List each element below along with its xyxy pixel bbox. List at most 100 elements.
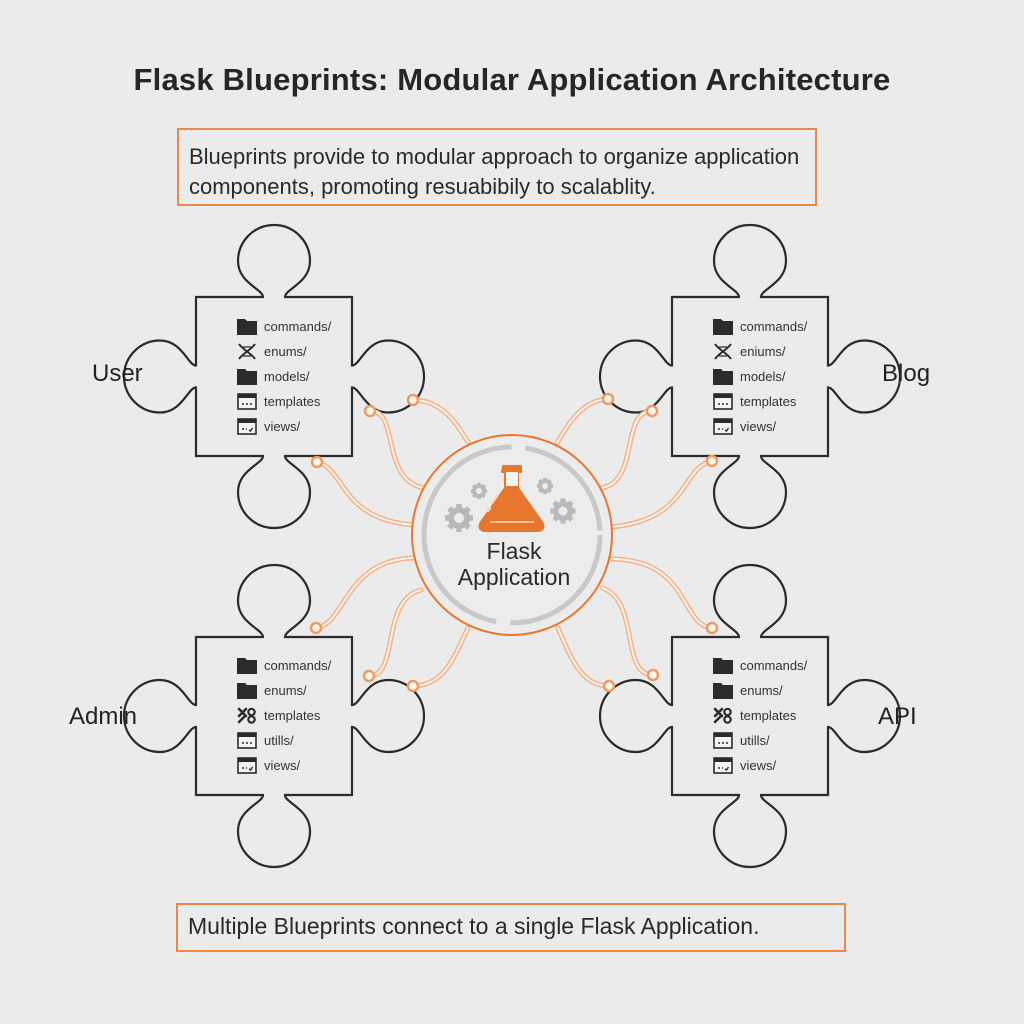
puzzle-piece-user <box>122 223 426 530</box>
file-item: views/ <box>713 414 833 439</box>
gear-tooth <box>483 489 488 493</box>
footer-callout: Multiple Blueprints connect to a single … <box>176 903 846 952</box>
blueprint-label-api: API <box>878 703 917 730</box>
hub-inner-ring <box>421 444 603 626</box>
file-item: models/ <box>237 364 357 389</box>
blueprint-label-blog: Blog <box>882 360 931 387</box>
file-item-label: templates <box>264 394 321 409</box>
folder-icon <box>237 318 257 335</box>
file-item: views/ <box>237 753 357 778</box>
gear-icon <box>448 507 470 529</box>
gear-tooth <box>560 519 566 524</box>
file-item-label: enums/ <box>740 683 783 698</box>
gear-tooth <box>447 506 455 514</box>
file-item: templates <box>713 703 833 728</box>
gear-tooth <box>552 500 560 508</box>
file-item: commands/ <box>713 653 833 678</box>
file-item-label: enums/ <box>264 683 307 698</box>
gear-tooth <box>566 500 574 508</box>
gear-tooth <box>566 514 574 522</box>
window-check-icon <box>713 418 733 435</box>
connector-node <box>602 679 616 693</box>
flask-beaker-icon <box>478 465 545 532</box>
folder-icon <box>713 657 733 674</box>
window-icon <box>713 732 733 749</box>
file-item: templates <box>237 389 357 414</box>
hub-label-line2: Application <box>457 564 571 590</box>
gear-tooth <box>456 504 462 509</box>
connector-line <box>608 454 719 530</box>
gear-tooth <box>537 488 543 494</box>
gear-tooth <box>536 484 541 488</box>
gear-tooth <box>547 488 553 494</box>
hub-label: Flask Application <box>414 538 614 590</box>
file-item-label: models/ <box>740 369 786 384</box>
gear-tooth <box>560 498 566 503</box>
blueprint-label-admin: Admin <box>69 703 138 730</box>
folder-icon <box>713 682 733 699</box>
connector-line <box>310 455 417 528</box>
gear-tooth <box>481 483 487 489</box>
tools-icon <box>237 707 257 724</box>
file-item: views/ <box>237 414 357 439</box>
file-item-label: commands/ <box>264 319 332 334</box>
gear-tooth <box>537 478 543 484</box>
file-item: templates <box>237 703 357 728</box>
blueprint-api-files: commands/enums/templates utills/views/ <box>713 653 833 778</box>
file-item: utills/ <box>713 728 833 753</box>
connector-line <box>609 556 719 635</box>
connector-node <box>363 404 377 418</box>
connector-node <box>601 392 615 406</box>
connector-node <box>310 455 324 469</box>
connector-node <box>309 621 323 635</box>
file-item: views/ <box>713 753 833 778</box>
connector-node <box>646 668 660 682</box>
window-icon <box>237 732 257 749</box>
file-item: commands/ <box>237 314 357 339</box>
file-item-label: models/ <box>264 369 310 384</box>
blueprint-user-files: commands/enums/models/templates views/ <box>237 314 357 439</box>
gear-tooth <box>549 484 554 488</box>
gear-tooth <box>456 527 462 532</box>
file-item: commands/ <box>237 653 357 678</box>
dna-icon <box>237 343 257 360</box>
folder-icon <box>237 657 257 674</box>
flask-application-hub <box>411 434 613 636</box>
gear-tooth <box>463 522 471 530</box>
puzzle-piece-api <box>598 563 902 869</box>
connector-line <box>599 585 660 682</box>
hub-label-line1: Flask <box>486 538 542 564</box>
file-item-label: views/ <box>264 419 301 434</box>
connector-line <box>406 625 471 693</box>
gear-tooth <box>543 491 547 495</box>
window-icon <box>713 393 733 410</box>
gear-tooth <box>445 515 450 521</box>
window-check-icon <box>237 418 257 435</box>
window-check-icon <box>237 757 257 774</box>
gear-icon <box>553 501 573 521</box>
connector-node <box>362 669 376 683</box>
file-item: templates <box>713 389 833 414</box>
file-item: enums/ <box>237 678 357 703</box>
gear-tooth <box>463 506 471 514</box>
file-item-label: commands/ <box>740 319 808 334</box>
file-item: models/ <box>713 364 833 389</box>
file-item-label: templates <box>740 708 797 723</box>
file-item-label: enums/ <box>264 344 307 359</box>
file-item-label: commands/ <box>740 658 808 673</box>
file-item-label: eniums/ <box>740 344 786 359</box>
gear-tooth <box>543 477 547 481</box>
file-item: enums/ <box>713 678 833 703</box>
puzzle-piece-blog <box>598 223 902 530</box>
connector-node <box>705 621 719 635</box>
file-item: commands/ <box>713 314 833 339</box>
folder-icon <box>713 318 733 335</box>
connector-line <box>554 392 615 446</box>
file-item-label: templates <box>264 708 321 723</box>
intro-callout: Blueprints provide to modular approach t… <box>177 128 817 206</box>
gear-tooth <box>471 493 477 499</box>
gear-tooth <box>471 483 477 489</box>
